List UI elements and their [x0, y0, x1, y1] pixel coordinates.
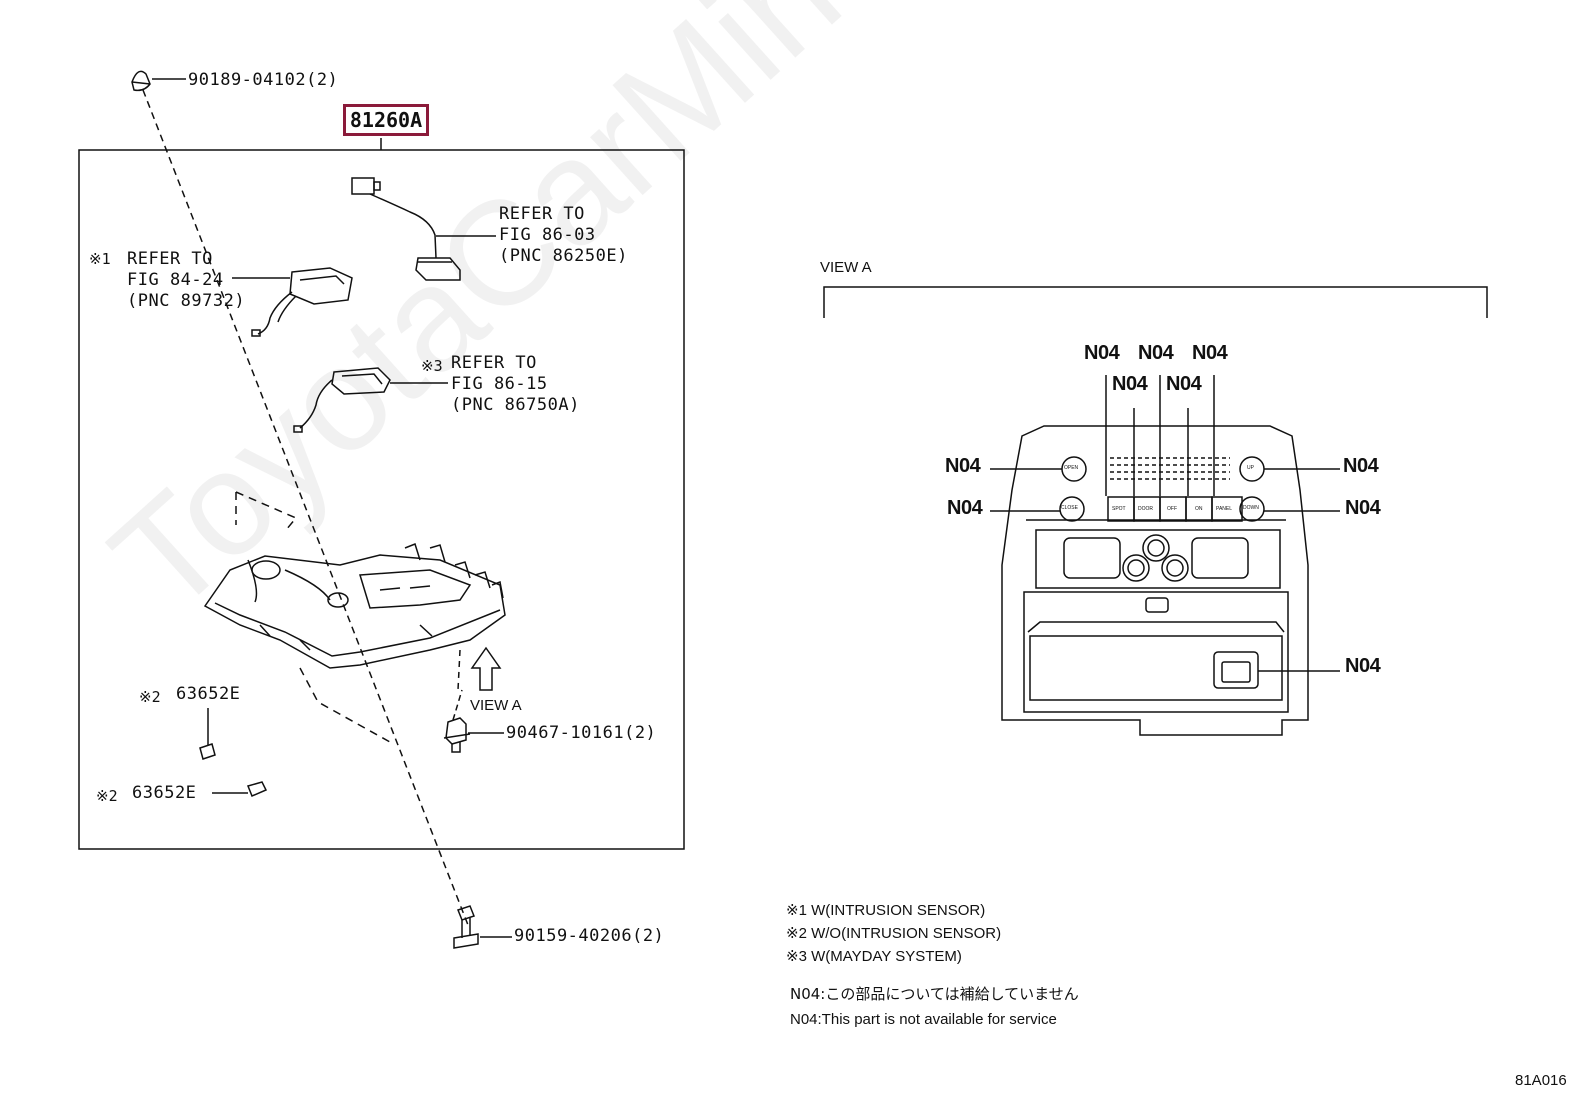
up-button-label: UP — [1247, 465, 1254, 471]
plug-icon-b — [246, 781, 268, 797]
open-button-label: OPEN — [1064, 465, 1079, 471]
door-switch-label: DOOR — [1138, 506, 1153, 512]
refer-2-line1: REFER TO — [499, 204, 585, 224]
note-n04-japanese: N04:この部品については補給していません — [790, 985, 1079, 1003]
n04-label-top-1: N04 — [1084, 342, 1120, 364]
refer-3-line1: REFER TO — [451, 353, 537, 373]
screw-icon — [453, 905, 479, 949]
refer-1-line3: (PNC 89732) — [127, 291, 246, 311]
off-switch-label: OFF — [1167, 506, 1177, 512]
refer-3-line2[interactable]: FIG 86-15 — [451, 374, 548, 394]
down-button-shape — [1239, 496, 1265, 522]
n04-label-left-1: N04 — [945, 455, 981, 477]
note-3: ※3 W(MAYDAY SYSTEM) — [786, 948, 962, 965]
part-number-bottom-screw[interactable]: 90159-40206(2) — [514, 926, 665, 946]
mark-1: ※1 — [89, 250, 111, 268]
spot-switch-label: SPOT — [1112, 506, 1126, 512]
top-clip-axis — [142, 89, 469, 926]
part-number-top-clip[interactable]: 90189-04102(2) — [188, 70, 339, 90]
intrusion-sensor-icon — [251, 267, 353, 337]
n04-label-right-2: N04 — [1345, 497, 1381, 519]
n04-label-mid-2: N04 — [1166, 373, 1202, 395]
part-link-81260A[interactable]: 81260A — [343, 104, 429, 136]
overhead-console-body — [203, 543, 506, 669]
n04-label-top-2: N04 — [1138, 342, 1174, 364]
mark-3: ※3 — [421, 357, 443, 375]
view-a-bracket — [823, 286, 1488, 318]
plug-icon-a — [199, 743, 216, 760]
panel-switch-label: PANEL — [1216, 506, 1233, 512]
n04-label-top-3: N04 — [1192, 342, 1228, 364]
refer-2-line3: (PNC 86250E) — [499, 246, 628, 266]
down-button-label: DOWN — [1243, 505, 1259, 511]
clip-icon — [131, 70, 151, 92]
refer-3-line3: (PNC 86750A) — [451, 395, 580, 415]
view-a-arrow — [470, 646, 502, 691]
n04-label-right-3: N04 — [1345, 655, 1381, 677]
mark-2b: ※2 — [96, 787, 118, 805]
note-2: ※2 W/O(INTRUSION SENSOR) — [786, 925, 1002, 942]
n04-label-right-1: N04 — [1343, 455, 1379, 477]
on-switch-label: ON — [1195, 506, 1203, 512]
mark-2a: ※2 — [139, 688, 161, 706]
harness-connector-icon — [351, 177, 461, 281]
n04-label-mid-1: N04 — [1112, 373, 1148, 395]
note-n04-english: N04:This part is not available for servi… — [790, 1011, 1057, 1028]
note-1: ※1 W(INTRUSION SENSOR) — [786, 902, 986, 919]
part-number-clip-nut[interactable]: 90467-10161(2) — [506, 723, 657, 743]
part-number-plug-a[interactable]: 63652E — [176, 684, 241, 704]
part-number-plug-b[interactable]: 63652E — [132, 783, 197, 803]
console-front-view — [1001, 425, 1309, 736]
refer-2-line2[interactable]: FIG 86-03 — [499, 225, 596, 245]
clip-nut-icon — [443, 717, 471, 753]
view-a-title: VIEW A — [820, 259, 872, 276]
mayday-module-icon — [293, 367, 391, 433]
n04-label-left-2: N04 — [947, 497, 983, 519]
refer-1-line2[interactable]: FIG 84-24 — [127, 270, 224, 290]
refer-1-line1: REFER TO — [127, 249, 213, 269]
close-button-shape — [1059, 496, 1085, 522]
close-button-label: CLOSE — [1061, 505, 1078, 511]
view-a-arrow-label: VIEW A — [470, 697, 522, 714]
figure-code: 81A016 — [1515, 1072, 1567, 1089]
